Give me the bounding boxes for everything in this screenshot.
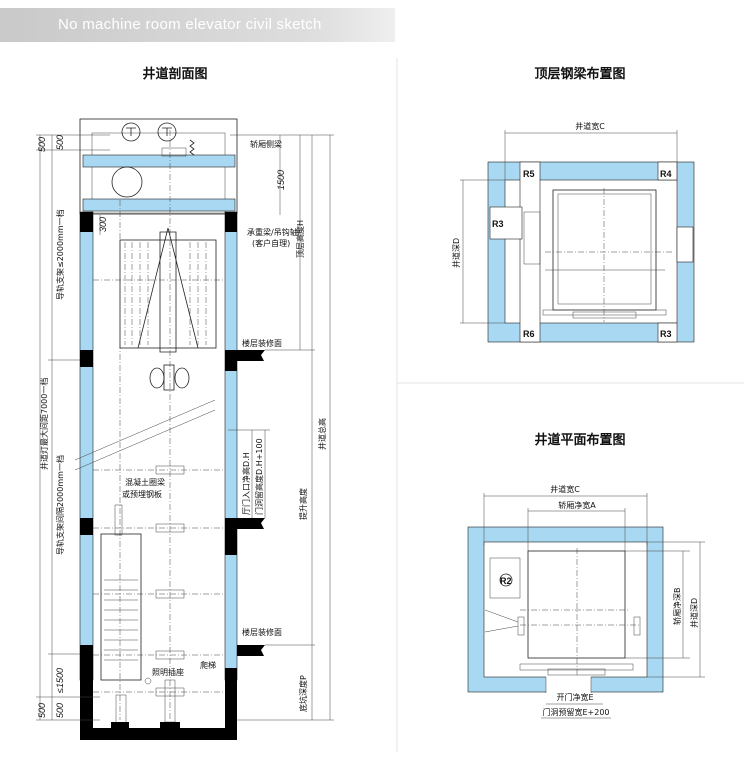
door-clear-height-label: 厅门入口净高D.H <box>241 452 251 515</box>
top-beam-shaft-depth: 井道深D <box>451 238 461 268</box>
pit-depth-label: 底坑深度P <box>298 675 308 712</box>
counterweight <box>100 533 142 681</box>
ring-beam-label-1: 混凝土圈梁 <box>125 477 165 487</box>
label-r3-bottom: R3 <box>660 329 672 339</box>
car-side-beam-label: 轿厢侧梁 <box>250 139 282 149</box>
plan-shaft-depth: 井道深D <box>689 598 699 628</box>
ladder-label: 爬梯 <box>200 660 216 670</box>
car-side-beam <box>82 154 236 168</box>
elevator-car <box>119 239 217 349</box>
shaft-light-label: 井道灯最大间距7000一档 <box>39 378 49 470</box>
rail-bracket-top-label: 导轨支架≤2000mm一档 <box>55 209 65 300</box>
left-wall <box>79 211 94 681</box>
bearing-beam-label: 承重梁/吊钩轴/ <box>247 227 301 237</box>
plan-car-width: 轿厢净宽A <box>558 500 596 510</box>
dim-top-500-outer: 500 <box>37 137 47 152</box>
dim-1500: 1500 <box>276 170 286 190</box>
rail-bracket-spacing-label: 导轨支架间隔2000mm一档 <box>55 455 65 555</box>
plan-door-opening: 门洞预留宽E+200 <box>542 707 609 717</box>
customer-supplied-label: (客户自理) <box>252 238 290 248</box>
label-r6: R6 <box>523 329 535 339</box>
banner: No machine room elevator civil sketch <box>0 8 395 42</box>
dim-top-500-inner: 500 <box>55 135 65 150</box>
dim-300: 300 <box>98 217 108 232</box>
banner-title: No machine room elevator civil sketch <box>58 16 322 33</box>
dim-bottom-500-outer: 500 <box>37 703 47 718</box>
label-r2: R2 <box>500 576 512 586</box>
shaft-plan <box>467 493 705 719</box>
lighting-socket-label: 照明插座 <box>152 667 184 677</box>
shaft-total-height-label: 井道总高 <box>317 418 327 450</box>
top-beam-layout <box>460 130 695 343</box>
floor-finish-label-1: 楼层装修面 <box>242 338 282 348</box>
plan-car-depth: 轿厢净深B <box>672 588 682 626</box>
ring-beam-label-2: 或预埋钢板 <box>122 489 162 499</box>
floor-finish-label-2: 楼层装修面 <box>242 627 282 637</box>
right-wall <box>224 211 238 681</box>
dim-le1500: ≤1500 <box>55 668 65 693</box>
travel-height-label: 提升高度 <box>298 488 308 520</box>
plan-shaft-width: 井道宽C <box>550 484 580 494</box>
section-title: 井道剖面图 <box>142 66 207 82</box>
top-floor-height-label: 顶层高度H <box>295 220 305 258</box>
dim-bottom-500-inner: 500 <box>55 703 65 718</box>
plan-title: 井道平面布置图 <box>534 432 625 448</box>
top-beam-title: 顶层钢梁布置图 <box>534 66 625 82</box>
plan-door-width: 开门净宽E <box>556 692 593 702</box>
label-r5: R5 <box>523 169 535 179</box>
shaft-section <box>36 118 334 740</box>
door-opening-height-label: 门洞留高度D.H+100 <box>254 438 264 515</box>
label-r3-left: R3 <box>492 219 504 229</box>
label-r4: R4 <box>660 169 672 179</box>
top-beam-shaft-width: 井道宽C <box>575 121 605 131</box>
